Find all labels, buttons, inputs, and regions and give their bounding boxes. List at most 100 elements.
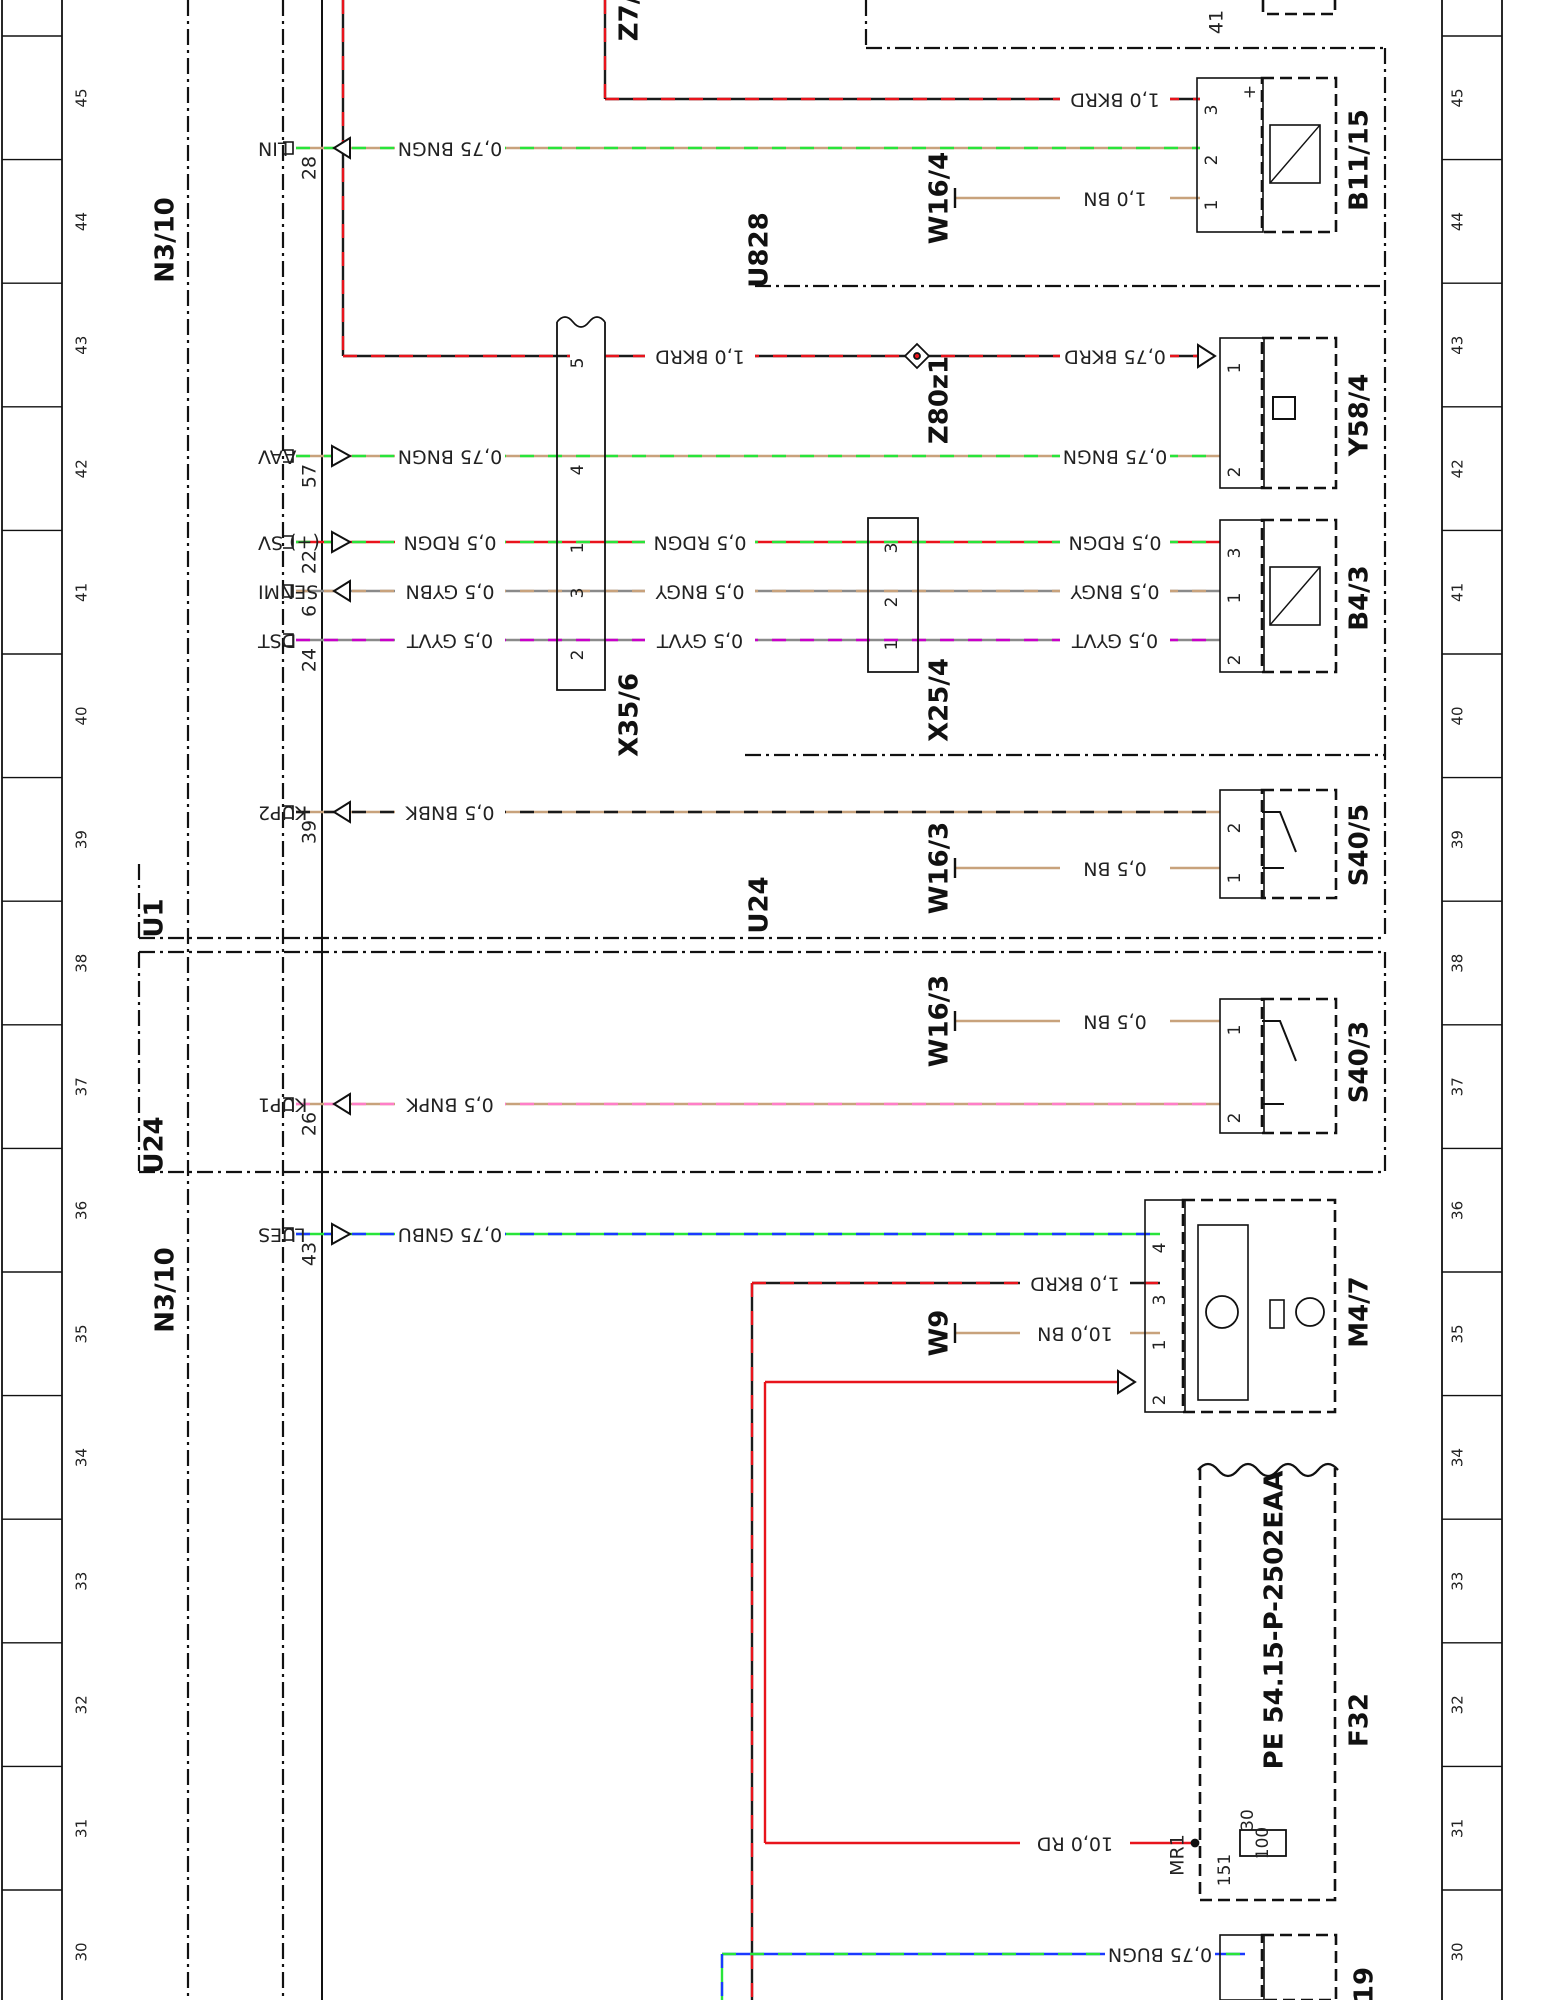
ecu-pin-socket [283, 805, 294, 819]
ruler-number: 44 [73, 212, 91, 231]
connector-pin-number: 1 [1225, 593, 1245, 604]
ecu-pin-socket [283, 1227, 294, 1241]
ruler-number: 31 [73, 1819, 91, 1838]
connector-pin-number: 1 [1225, 363, 1245, 374]
connector-pin-number: 1 [882, 640, 902, 651]
ruler-number: 34 [73, 1448, 91, 1467]
b4-3-pin-block [1219, 519, 1265, 673]
wire-label-bg [395, 800, 505, 824]
wire-label-bg [1060, 628, 1170, 652]
connector-pin-number: 2 [568, 650, 588, 661]
connector-pin-number: 1 [1225, 1025, 1245, 1036]
wire-label-bg [1060, 444, 1170, 468]
ruler-number: 40 [1449, 706, 1467, 725]
wire-label-bg [1060, 579, 1170, 603]
ruler-number: 43 [1449, 336, 1467, 355]
component-label-s40-3: S40/3 [1345, 1021, 1375, 1104]
ecu-pin-number: 28 [299, 156, 321, 180]
ruler-number: 31 [1449, 1819, 1467, 1838]
ecu-pin-number: 26 [299, 1112, 321, 1136]
ecu-pin-socket [283, 633, 294, 647]
wire-spec-label: 0,75 BNGN [398, 138, 503, 160]
ecu-signal-name: DST [258, 630, 297, 652]
harness-label-w16-4: W16/4 [925, 152, 955, 244]
s40-3-body [1260, 997, 1338, 1135]
ruler-number: 32 [73, 1695, 91, 1714]
wire-label-bg [1020, 1321, 1130, 1345]
wire-spec-label: 0,75 BNGN [398, 446, 503, 468]
labels: N3/10N3/10U1U24U24U828B11/15Y58/4B4/3S40… [140, 0, 1380, 2000]
component-label-f32: F32 [1345, 1693, 1375, 1747]
ruler-number: 36 [1449, 1201, 1467, 1220]
wire-spec-label: 10,0 BN [1037, 1323, 1113, 1345]
connector-pin-number: 2 [1150, 1395, 1170, 1406]
ruler-number: 41 [73, 583, 91, 602]
signal-direction-arrow [332, 136, 351, 160]
s40-5-body [1260, 788, 1338, 900]
ruler-number: 35 [73, 1324, 91, 1343]
component-label-y58-4: Y58/4 [1345, 374, 1375, 458]
label-mr1: MR1 [1167, 1834, 1189, 1876]
component-label-m4-7: M4/7 [1345, 1276, 1375, 1348]
wire-label-bg [1060, 856, 1170, 880]
harness-label-w9: W9 [925, 1310, 955, 1357]
ruler-number: 45 [1449, 88, 1467, 107]
wire-label-bg [1105, 1942, 1215, 1966]
ecu-pin-socket [283, 449, 294, 463]
ruler-number: 37 [73, 1077, 91, 1096]
wire-label-bg [1060, 186, 1170, 210]
wire-spec-label: 0,5 BN [1083, 1011, 1147, 1033]
ecu-pin-number: 24 [299, 648, 321, 672]
fuse-pin-number: 151 [1215, 1854, 1235, 1886]
y58-4-body [1260, 336, 1338, 490]
wire-spec-label: 1,0 BKRD [1030, 1273, 1120, 1295]
connector-pin-number: 2 [1225, 823, 1245, 834]
components [556, 0, 1339, 2000]
ruler-number: 45 [73, 88, 91, 107]
ruler-number: 39 [73, 830, 91, 849]
solenoid-valve-symbol [1272, 396, 1296, 420]
wire-spec-label: 1,0 BKRD [655, 346, 745, 368]
wire-spec-label: 0,5 GYVT [656, 630, 743, 652]
ecu-signal-name: KUP2 [258, 802, 307, 824]
ruler-number: 34 [1449, 1448, 1467, 1467]
motor-symbol [1295, 1297, 1325, 1327]
ecu-pin-socket [283, 1097, 294, 1111]
wire-spec-label: 0,5 RDGN [1068, 532, 1161, 554]
wire-spec-label: 0,75 BUGN [1108, 1944, 1212, 1966]
ruler-number: 42 [73, 459, 91, 478]
s40-3-pin-block [1219, 998, 1265, 1134]
connector-pin-number: 2 [1202, 155, 1222, 166]
wire-label-bg [395, 444, 505, 468]
group-label-n3-10: N3/10 [151, 1247, 181, 1333]
b4-3-body [1260, 518, 1338, 674]
group-boundaries [137, 0, 1387, 2000]
component-label-b4-3: B4/3 [1345, 565, 1375, 631]
ecu-signal-name: AAV [258, 446, 296, 468]
wire-label-bg [1020, 1831, 1130, 1855]
ruler-number: 38 [1449, 954, 1467, 973]
group-label-u24: U24 [745, 876, 775, 933]
pressure-sensor-symbol [1269, 566, 1321, 626]
ruler-number: 30 [1449, 1942, 1467, 1961]
ruler-number: 39 [1449, 830, 1467, 849]
wire-label-bg [395, 530, 505, 554]
ruler-number: 33 [1449, 1572, 1467, 1591]
connector-pin-number: 4 [568, 465, 588, 476]
wire-spec-label: 0,5 RDGN [653, 532, 746, 554]
signal-direction-arrow [331, 1222, 353, 1246]
ecu-pin-number: 22 [299, 550, 321, 574]
wire-spec-label: 10,0 RD [1037, 1833, 1113, 1855]
wires [283, 0, 1245, 2000]
connector-pin-number: 2 [1225, 655, 1245, 666]
wire-label-bg [395, 136, 505, 160]
wire-spec-label: 0,5 GYVT [1071, 630, 1158, 652]
ecu-pin-number: 43 [299, 1242, 321, 1266]
ruler-number: 41 [1449, 583, 1467, 602]
m4-7-body [1181, 1198, 1337, 1414]
label-partial-top: 41 [1206, 10, 1228, 34]
wire-label-bg [1060, 1009, 1170, 1033]
connector-pin-number: 2 [882, 597, 902, 608]
connector-pin-number: 2 [1225, 467, 1245, 478]
